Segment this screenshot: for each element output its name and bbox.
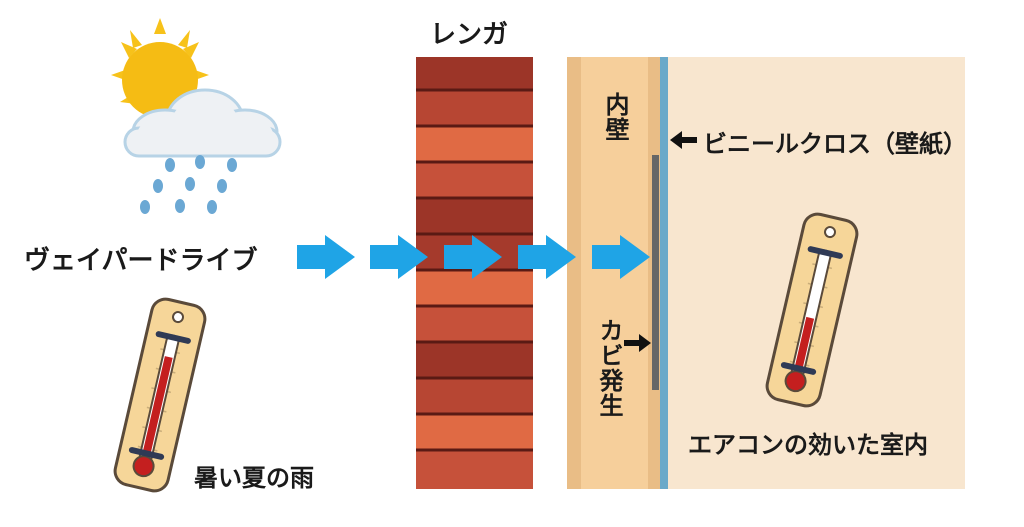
mold-label: カビ発生 (595, 318, 623, 418)
vapor-arrow-1 (297, 235, 355, 279)
vapor-arrow-2 (370, 235, 428, 279)
indoor-label: エアコンの効いた室内 (688, 431, 928, 459)
vapor-arrow-5 (592, 235, 650, 279)
thermometer-hot-icon (113, 297, 207, 493)
vapor-drive-label: ヴェイパードライブ (24, 246, 258, 276)
brick-wall (416, 57, 533, 489)
inner-wall-label: 内壁 (601, 92, 629, 142)
brick-label: レンガ (430, 20, 509, 50)
vinyl-wallpaper (660, 57, 668, 489)
outdoor-label: 暑い夏の雨 (194, 464, 314, 492)
vapor-arrow-4 (518, 235, 576, 279)
sun-cloud-rain-icon (111, 18, 282, 214)
inner-wall (567, 57, 660, 489)
vinyl-cloth-label: ビニールクロス（壁紙） (703, 130, 967, 158)
arrow-right-icon (624, 334, 651, 352)
arrow-left-icon (670, 131, 697, 149)
vapor-arrow-3 (444, 235, 502, 279)
mold-strip (652, 155, 659, 390)
thermometer-cool-icon (765, 212, 859, 408)
